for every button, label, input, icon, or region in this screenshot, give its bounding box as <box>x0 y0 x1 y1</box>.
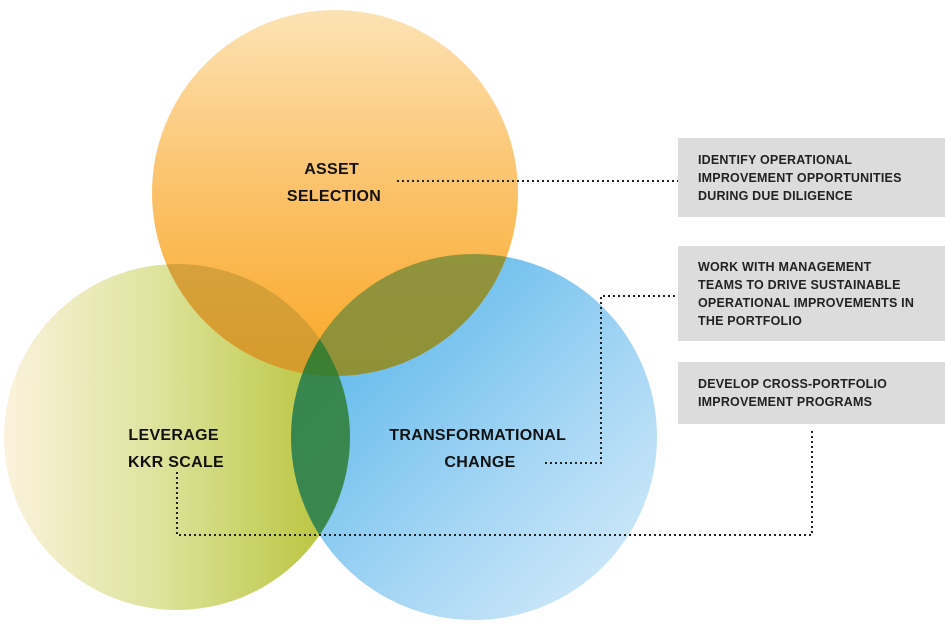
asset-selection-line-2: SELECTION <box>287 188 381 205</box>
callout-work-with-line-4: THE PORTFOLIO <box>698 313 802 328</box>
callout-work-with-line-2: TEAMS TO DRIVE SUSTAINABLE <box>698 277 901 292</box>
callout-identify: IDENTIFY OPERATIONAL IMPROVEMENT OPPORTU… <box>678 138 945 217</box>
callout-identify-line-3: DURING DUE DILIGENCE <box>698 188 853 203</box>
asset-selection-label: ASSET SELECTION <box>287 161 381 205</box>
transformational-label: TRANSFORMATIONAL CHANGE <box>389 427 570 471</box>
callout-work-with-line-1: WORK WITH MANAGEMENT <box>698 259 872 274</box>
callout-develop-line-1: DEVELOP CROSS-PORTFOLIO <box>698 377 888 391</box>
callout-identify-line-1: IDENTIFY OPERATIONAL <box>698 152 853 167</box>
asset-selection-line-1: ASSET <box>304 161 359 178</box>
connector-develop <box>176 428 813 536</box>
callout-identify-line-2: IMPROVEMENT OPPORTUNITIES <box>698 170 902 185</box>
leverage-line-1: LEVERAGE <box>128 427 218 444</box>
callout-develop: DEVELOP CROSS-PORTFOLIO IMPROVEMENT PROG… <box>678 362 945 424</box>
transformational-line-2: CHANGE <box>444 454 515 471</box>
callout-work-with-line-3: OPERATIONAL IMPROVEMENTS IN <box>698 295 915 310</box>
callout-develop-line-2: IMPROVEMENT PROGRAMS <box>698 395 873 409</box>
transformational-line-1: TRANSFORMATIONAL <box>389 427 566 444</box>
overlap-asset-leverage <box>152 264 350 376</box>
connector-lines <box>176 180 813 536</box>
overlap-asset-transformational <box>291 254 518 376</box>
callout-work-with: WORK WITH MANAGEMENT TEAMS TO DRIVE SUST… <box>678 246 945 341</box>
leverage-label: LEVERAGE KKR SCALE <box>128 427 224 471</box>
connector-work-with <box>545 295 678 464</box>
leverage-line-2: KKR SCALE <box>128 454 224 471</box>
